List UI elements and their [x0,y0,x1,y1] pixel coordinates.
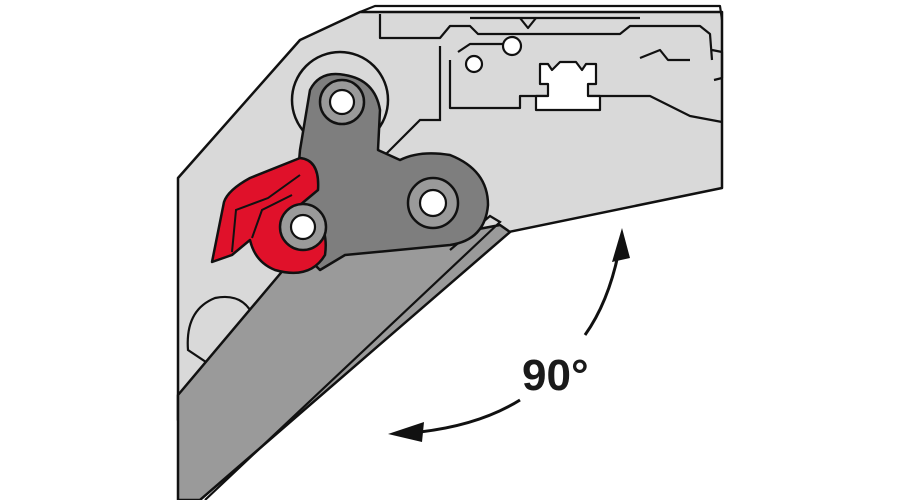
red-latch-detail [231,174,301,253]
top-rail [359,4,724,124]
lower-pivot-hole [289,213,317,241]
arrowhead-up-icon [612,228,630,262]
right-pivot-hole [418,188,448,218]
housing-inner-edge [379,46,442,161]
arrowhead-left-icon [388,422,424,442]
rail-slider-block [534,60,602,112]
rail-pin-top [501,35,523,57]
upper-pivot-hole [328,88,356,116]
rail-pin-left [464,54,484,74]
angle-arc-lower [419,398,521,434]
angle-label: 90° [522,351,589,400]
